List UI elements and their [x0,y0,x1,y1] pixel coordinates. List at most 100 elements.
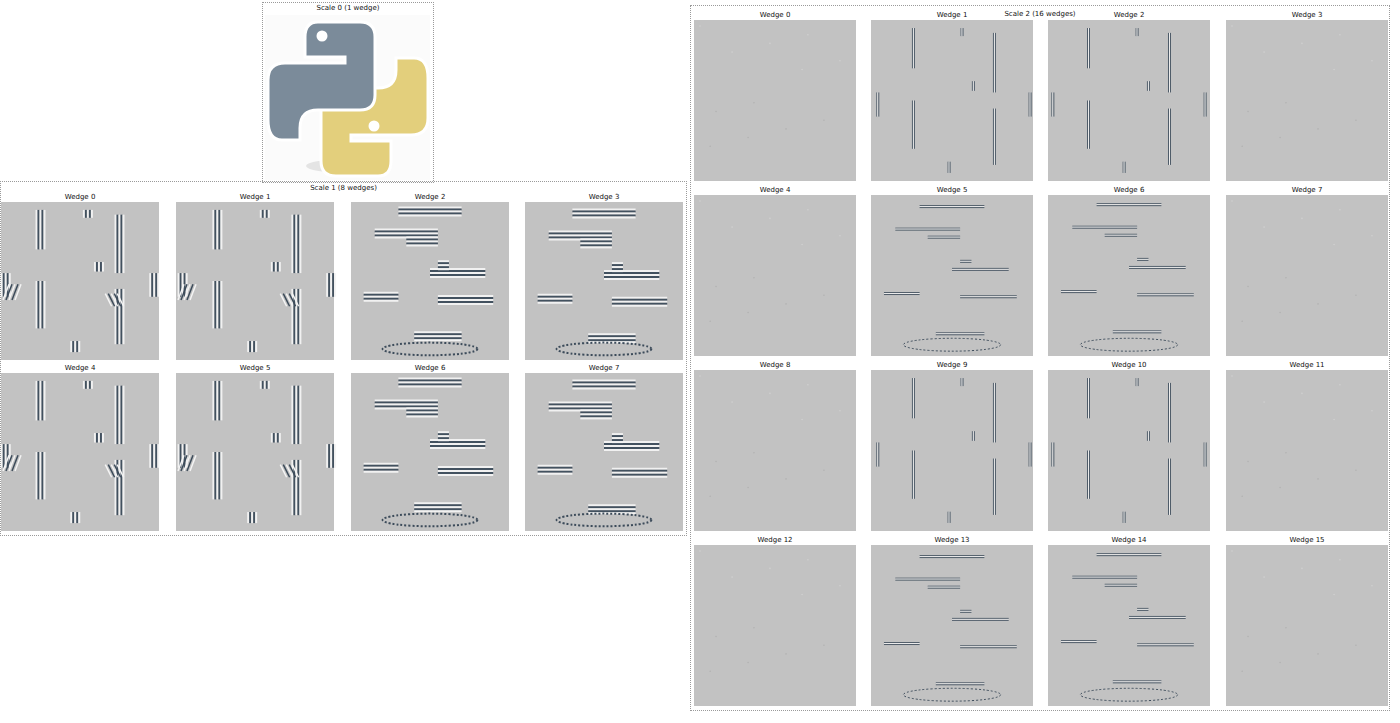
edge-response [993,383,994,443]
faint-response [1247,461,1249,463]
wedge-title: Wedge 4 [65,364,96,372]
edge-response [612,433,623,435]
wedge-title-row: Wedge 7 [525,363,683,373]
edge-response [914,451,915,499]
wedge-title: Wedge 11 [1289,361,1324,369]
faint-response [1279,662,1281,664]
edge-response [251,512,253,523]
edge-response [40,381,42,421]
wedge-title-row: Wedge 14 [1048,535,1210,545]
faint-response [1231,25,1233,27]
edge-response [247,341,249,352]
wedge-image [694,370,856,531]
edge-response [255,512,257,523]
edge-response [928,237,960,238]
panel-title: Scale 2 (16 wedges) [1004,10,1075,18]
faint-response [1317,303,1319,305]
edge-response [332,444,334,468]
edge-response [1129,617,1186,618]
edge-response [398,208,461,210]
edge-response [1125,162,1126,173]
edge-response [36,281,38,328]
wedge-title-row: Wedge 0 [1,192,159,202]
wedge-ground [1048,545,1210,706]
edge-response [100,433,102,442]
faint-response [1371,410,1373,412]
edge-response [253,341,255,352]
edge-response [1138,378,1139,386]
edge-response [538,465,573,467]
edge-response [364,300,399,302]
edge-response [960,610,971,611]
edge-response [549,405,612,407]
edge-response [1170,459,1171,515]
edge-response [1029,92,1030,116]
edge-response [963,28,964,36]
wedge-box: Wedge 7 [525,363,683,531]
edge-response [538,467,573,469]
edge-response [884,644,920,645]
edge-response [612,297,667,299]
faint-response [801,244,803,246]
faint-response [801,69,803,71]
edge-response [297,289,299,344]
edge-response [94,262,96,271]
edge-response [438,262,449,264]
edge-response [877,442,878,466]
edge-response [255,341,257,352]
wedge-title: Wedge 7 [589,364,620,372]
edge-response [1072,577,1137,578]
edge-response [572,212,635,214]
edge-response [364,294,399,296]
edge-response [72,512,74,523]
edge-response [612,266,623,268]
edge-response [262,381,264,389]
faint-response [769,218,771,220]
edge-response [920,206,985,207]
wedge-title-row: Wedge 5 [176,363,334,373]
edge-response [375,237,438,239]
edge-response [538,471,573,473]
edge-response [588,506,635,508]
wedge-ground [351,202,509,360]
edge-response [1113,332,1162,333]
diagonal-response [3,455,9,471]
edge-response [406,243,438,245]
edge-response [42,381,44,421]
faint-response [1247,286,1249,288]
edge-response [216,210,218,250]
edge-response [42,452,44,499]
edge-response [364,467,399,469]
wedge-ground [351,373,509,531]
edge-response [1137,609,1148,610]
edge-response [438,470,493,472]
edge-response [952,268,1009,269]
wedge-ground [176,202,334,360]
faint-response [1355,294,1357,296]
diagonal-response [190,284,196,300]
wedge-image [1,202,159,360]
wedge-ground [1048,370,1210,531]
edge-response [895,579,960,580]
edge-response [1147,81,1148,91]
diagonal-response [12,284,18,300]
edge-response [268,210,270,218]
edge-response [1105,236,1137,237]
edge-response [89,381,91,389]
edge-response [155,444,157,468]
edge-response [612,305,667,307]
edge-response [572,387,635,389]
wedge-title-row: Wedge 7 [1226,185,1388,195]
edge-response [438,439,449,441]
edge-response [961,28,962,36]
faint-response [747,662,749,664]
edge-response [430,276,485,278]
edge-response [438,266,449,268]
diagonal-response [9,284,15,300]
edge-response [117,215,119,273]
faint-response [769,568,771,570]
edge-response [40,281,42,328]
edge-response [1052,442,1053,466]
edge-response [38,381,40,421]
